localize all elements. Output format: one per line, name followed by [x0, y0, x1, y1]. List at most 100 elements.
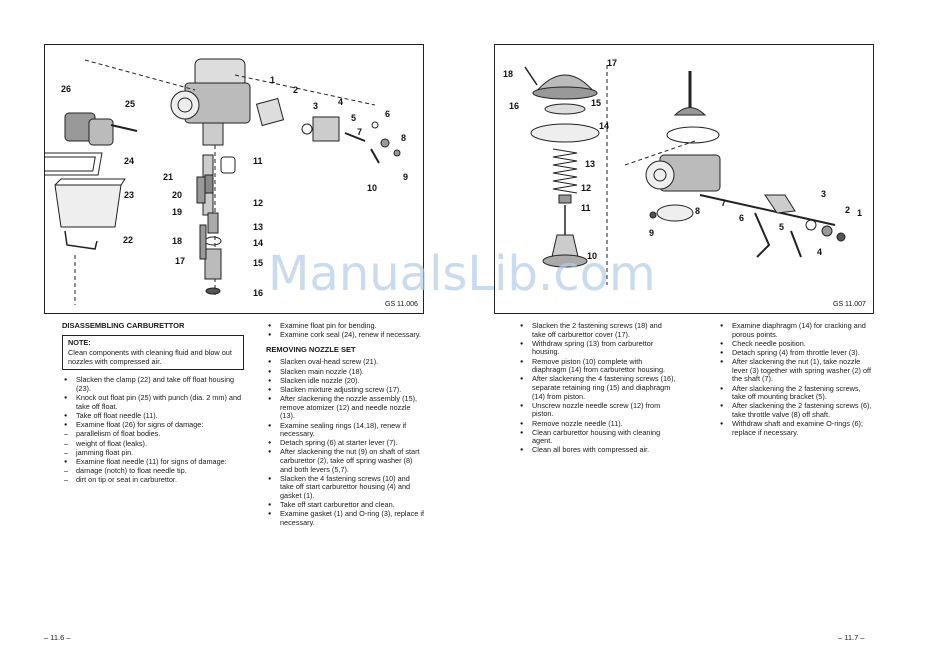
list-item: Remove piston (10) complete with diaphra… [518, 357, 676, 375]
list-item: Slacken the 4 fastening screws (10) and … [266, 474, 424, 501]
callout: 17 [175, 256, 186, 266]
callout: 18 [172, 236, 183, 246]
column-disassembling: DISASSEMBLING CARBURETTOR NOTE: Clean co… [62, 321, 244, 485]
callout: 12 [581, 183, 592, 193]
callout: 5 [351, 113, 357, 123]
list-item: Slacken idle nozzle (20). [266, 376, 424, 386]
sub-item: parallelism of float bodies. [62, 430, 242, 439]
list-item: Unscrew nozzle needle screw (12) from pi… [518, 401, 676, 419]
list-item: After slackening the nozzle assembly (15… [266, 394, 424, 421]
list-item: Examine gasket (1) and O-ring (3), repla… [266, 510, 424, 527]
callout: 14 [253, 238, 264, 248]
callout: 13 [585, 159, 596, 169]
step-list: Slacken the clamp (22) and take off floa… [62, 376, 242, 485]
list-item: After slackening the nut (9) on shaft of… [266, 448, 424, 474]
callout: 25 [125, 99, 136, 109]
sub-item: dirt on tip or seat in carburettor. [62, 476, 242, 485]
callout: 8 [401, 133, 407, 143]
callout: 26 [61, 84, 72, 94]
column-nozzle-set: Examine float pin for bending.Examine co… [266, 321, 424, 528]
callout: 11 [581, 203, 591, 213]
list-item: Clean carburettor housing with cleaning … [518, 428, 676, 446]
sub-item: damage (notch) to float needle tip. [62, 466, 242, 476]
step-list: Examine float pin for bending.Examine co… [266, 321, 424, 340]
step-list: Examine diaphragm (14) for cracking and … [718, 321, 874, 437]
callout: 6 [739, 213, 745, 223]
callout: 12 [253, 198, 264, 208]
callout: 5 [779, 222, 785, 232]
callout: 7 [721, 198, 727, 208]
list-item: Knock out float pin (25) with punch (dia… [62, 393, 242, 411]
page-number-right: – 11.7 – [838, 633, 865, 642]
section-heading: REMOVING NOZZLE SET [266, 344, 356, 354]
list-item: After slackening the 2 fastening screws … [718, 401, 874, 419]
callout: 2 [293, 85, 299, 95]
list-item: Check needle position. [718, 339, 874, 349]
callout: 3 [313, 101, 319, 111]
figure-code: GS 11.006 [385, 301, 418, 308]
right-diagram-drawing [524, 65, 846, 285]
callout: 1 [857, 208, 863, 218]
step-list: Slacken oval-head screw (21).Slacken mai… [266, 358, 424, 527]
callout: 8 [695, 206, 701, 216]
list-item: Examine sealing rings (14,18), renew if … [266, 421, 424, 439]
step-list: Slacken the 2 fastening screws (18) and … [518, 321, 676, 455]
callout: 11 [253, 156, 263, 166]
list-item: After slackening the 4 fastening screws … [518, 375, 676, 401]
callout: 19 [172, 207, 183, 217]
list-item: Clean all bores with compressed air. [518, 446, 676, 455]
callout: 13 [253, 222, 264, 232]
callout: 4 [338, 97, 344, 107]
callout: 16 [253, 288, 264, 298]
list-item: Withdraw spring (13) from carburettor ho… [518, 339, 676, 357]
callout: 6 [385, 109, 391, 119]
left-diagram-drawing [45, 58, 401, 305]
callout: 18 [503, 69, 514, 79]
section-heading: DISASSEMBLING CARBURETTOR [62, 321, 185, 330]
figure-code: GS 11.007 [833, 301, 866, 308]
callout: 23 [124, 190, 135, 200]
list-item: Take off start carburettor and clean. [266, 501, 424, 510]
callout: 15 [591, 98, 602, 108]
callout: 24 [124, 156, 135, 166]
right-exploded-diagram: 1 2 3 4 5 6 7 8 9 10 11 12 13 14 15 16 1… [494, 44, 874, 314]
callout: 16 [509, 101, 520, 111]
list-item: After slackening the nut (1), take nozzl… [718, 357, 874, 384]
callout: 10 [587, 251, 598, 261]
note-title: NOTE: [68, 337, 91, 347]
list-item: Slacken mixture adjusting screw (17). [266, 385, 424, 395]
callout: 17 [607, 58, 618, 68]
list-item: Slacken the 2 fastening screws (18) and … [518, 321, 676, 339]
list-item: Examine cork seal (24), renew if necessa… [266, 331, 424, 340]
sub-item: weight of float (leaks). [62, 439, 242, 449]
watermark: ManualsLib.com [268, 246, 656, 302]
list-item: After slackening the 2 fastening screws,… [718, 384, 874, 402]
list-item: Slacken main nozzle (18). [266, 367, 424, 377]
sub-item: jamming float pin. [62, 448, 242, 458]
list-item: Detach spring (6) at starter lever (7). [266, 439, 424, 448]
column-throttle: Examine diaphragm (14) for cracking and … [718, 321, 874, 438]
list-item: Take off float needle (11). [62, 411, 242, 421]
callout: 3 [821, 189, 827, 199]
list-item: Detach spring (4) from throttle lever (3… [718, 348, 874, 358]
list-item: Remove nozzle needle (11). [518, 419, 676, 429]
callout: 4 [817, 247, 823, 257]
list-item: Examine float needle (11) for signs of d… [62, 457, 242, 467]
callout: 1 [270, 75, 276, 85]
callout: 15 [253, 258, 264, 268]
left-exploded-diagram: 1 2 3 4 5 6 7 8 9 10 11 12 13 14 15 16 1… [44, 44, 424, 314]
callout: 9 [403, 172, 409, 182]
page-number-left: – 11.6 – [44, 633, 71, 642]
callout: 9 [649, 228, 655, 238]
list-item: Examine float pin for bending. [266, 321, 424, 331]
note-text: Clean components with cleaning fluid and… [68, 348, 232, 366]
callout: 22 [123, 235, 134, 245]
callout: 21 [163, 172, 174, 182]
callout: 2 [845, 205, 851, 215]
callout: 14 [599, 121, 610, 131]
callout: 10 [367, 183, 378, 193]
column-piston: Slacken the 2 fastening screws (18) and … [518, 321, 676, 456]
note-box: NOTE: Clean components with cleaning flu… [62, 334, 244, 371]
list-item: Examine diaphragm (14) for cracking and … [718, 321, 874, 339]
list-item: Slacken the clamp (22) and take off floa… [62, 376, 242, 393]
